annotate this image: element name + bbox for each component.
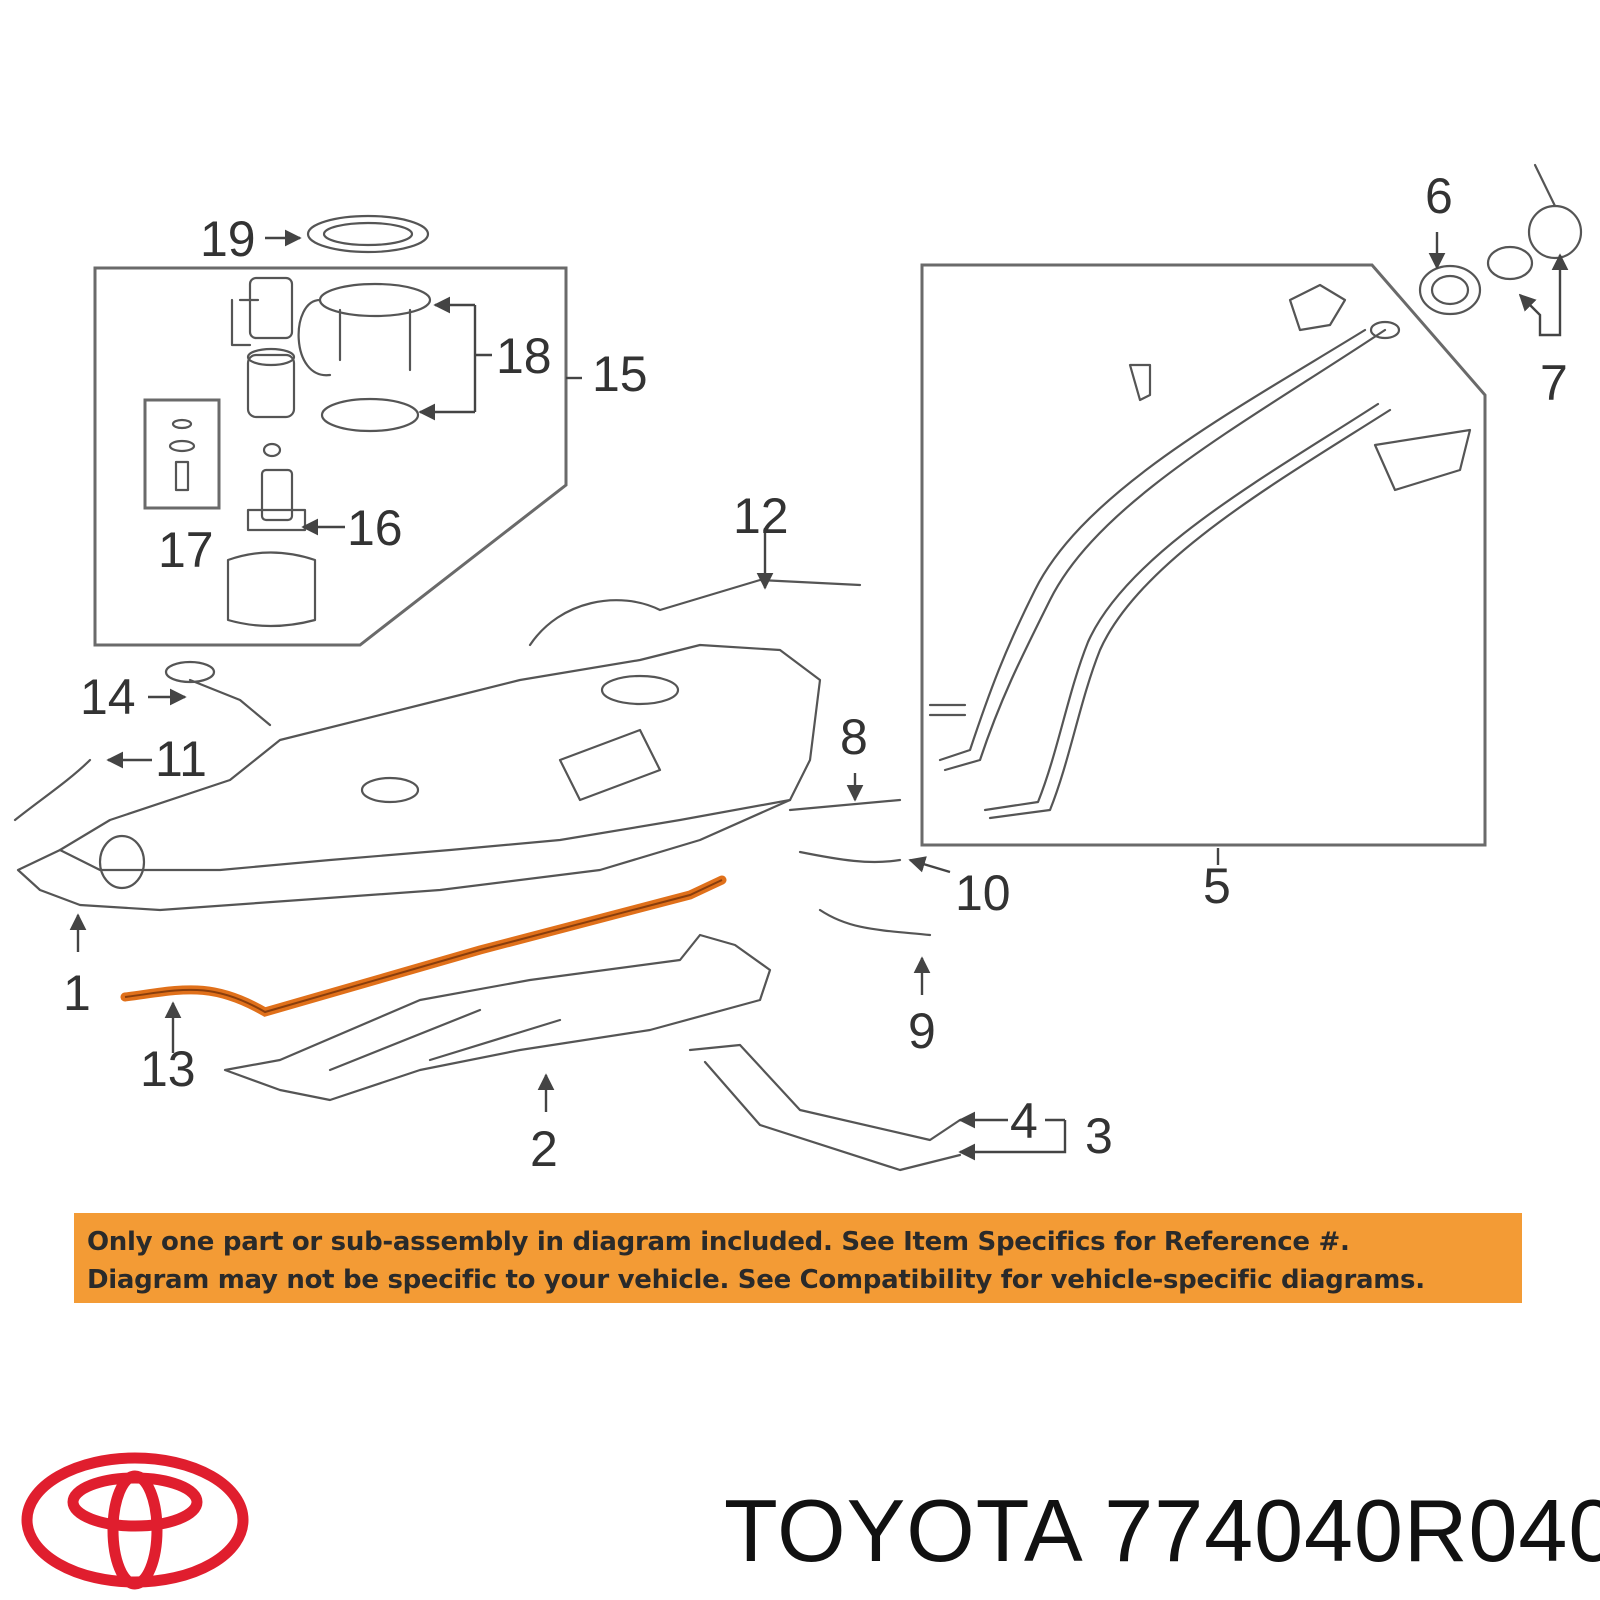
callout-2: 2 bbox=[530, 1121, 558, 1177]
callout-8: 8 bbox=[840, 709, 868, 765]
hose-part bbox=[788, 798, 932, 937]
notice-line-1: Only one part or sub-assembly in diagram… bbox=[87, 1227, 1350, 1257]
callout-19: 19 bbox=[200, 211, 256, 267]
tank-protector-part bbox=[223, 933, 772, 1102]
callout-5: 5 bbox=[1203, 858, 1231, 914]
toyota-logo-icon bbox=[21, 1452, 249, 1590]
brand-part-number: TOYOTA 774040R040 bbox=[724, 1481, 1600, 1580]
filler-pipe-part bbox=[928, 283, 1472, 820]
callout-17: 17 bbox=[158, 522, 214, 578]
filler-pipe-frame bbox=[920, 263, 1487, 847]
callout-18: 18 bbox=[496, 328, 552, 384]
notice-line-2: Diagram may not be specific to your vehi… bbox=[87, 1265, 1425, 1295]
parts-diagram: 19 18 15 16 17 6 7 12 14 11 8 10 5 9 1 1… bbox=[13, 163, 1583, 1177]
callout-14: 14 bbox=[80, 669, 136, 725]
orings-kit-part bbox=[143, 398, 221, 510]
pump-assembly-frame bbox=[93, 266, 568, 647]
leader-lines bbox=[69, 229, 1569, 1161]
callout-7: 7 bbox=[1540, 355, 1568, 411]
callout-10: 10 bbox=[955, 865, 1011, 921]
callout-3: 3 bbox=[1085, 1108, 1113, 1164]
callout-15: 15 bbox=[592, 346, 648, 402]
callout-16: 16 bbox=[347, 500, 403, 556]
pump-seal-part bbox=[320, 397, 420, 433]
tank-strap-part bbox=[688, 1043, 962, 1172]
callout-6: 6 bbox=[1425, 168, 1453, 224]
callout-1: 1 bbox=[63, 965, 91, 1021]
fuel-filter-part bbox=[246, 347, 296, 419]
fuel-tank-part bbox=[16, 643, 822, 912]
callout-11: 11 bbox=[155, 731, 207, 787]
pump-bracket-part bbox=[226, 551, 317, 628]
pump-gasket-part bbox=[306, 214, 430, 254]
vent-tube-part bbox=[13, 578, 862, 822]
filler-cap-part bbox=[1418, 163, 1583, 316]
callout-12: 12 bbox=[733, 488, 789, 544]
callout-4: 4 bbox=[1010, 1093, 1038, 1149]
callout-13: 13 bbox=[140, 1041, 196, 1097]
fuel-tube-part bbox=[120, 875, 727, 1017]
notice-banner: Only one part or sub-assembly in diagram… bbox=[74, 1213, 1522, 1303]
callout-9: 9 bbox=[908, 1003, 936, 1059]
pump-module-part bbox=[230, 276, 432, 377]
fuel-pump-part bbox=[246, 442, 307, 532]
